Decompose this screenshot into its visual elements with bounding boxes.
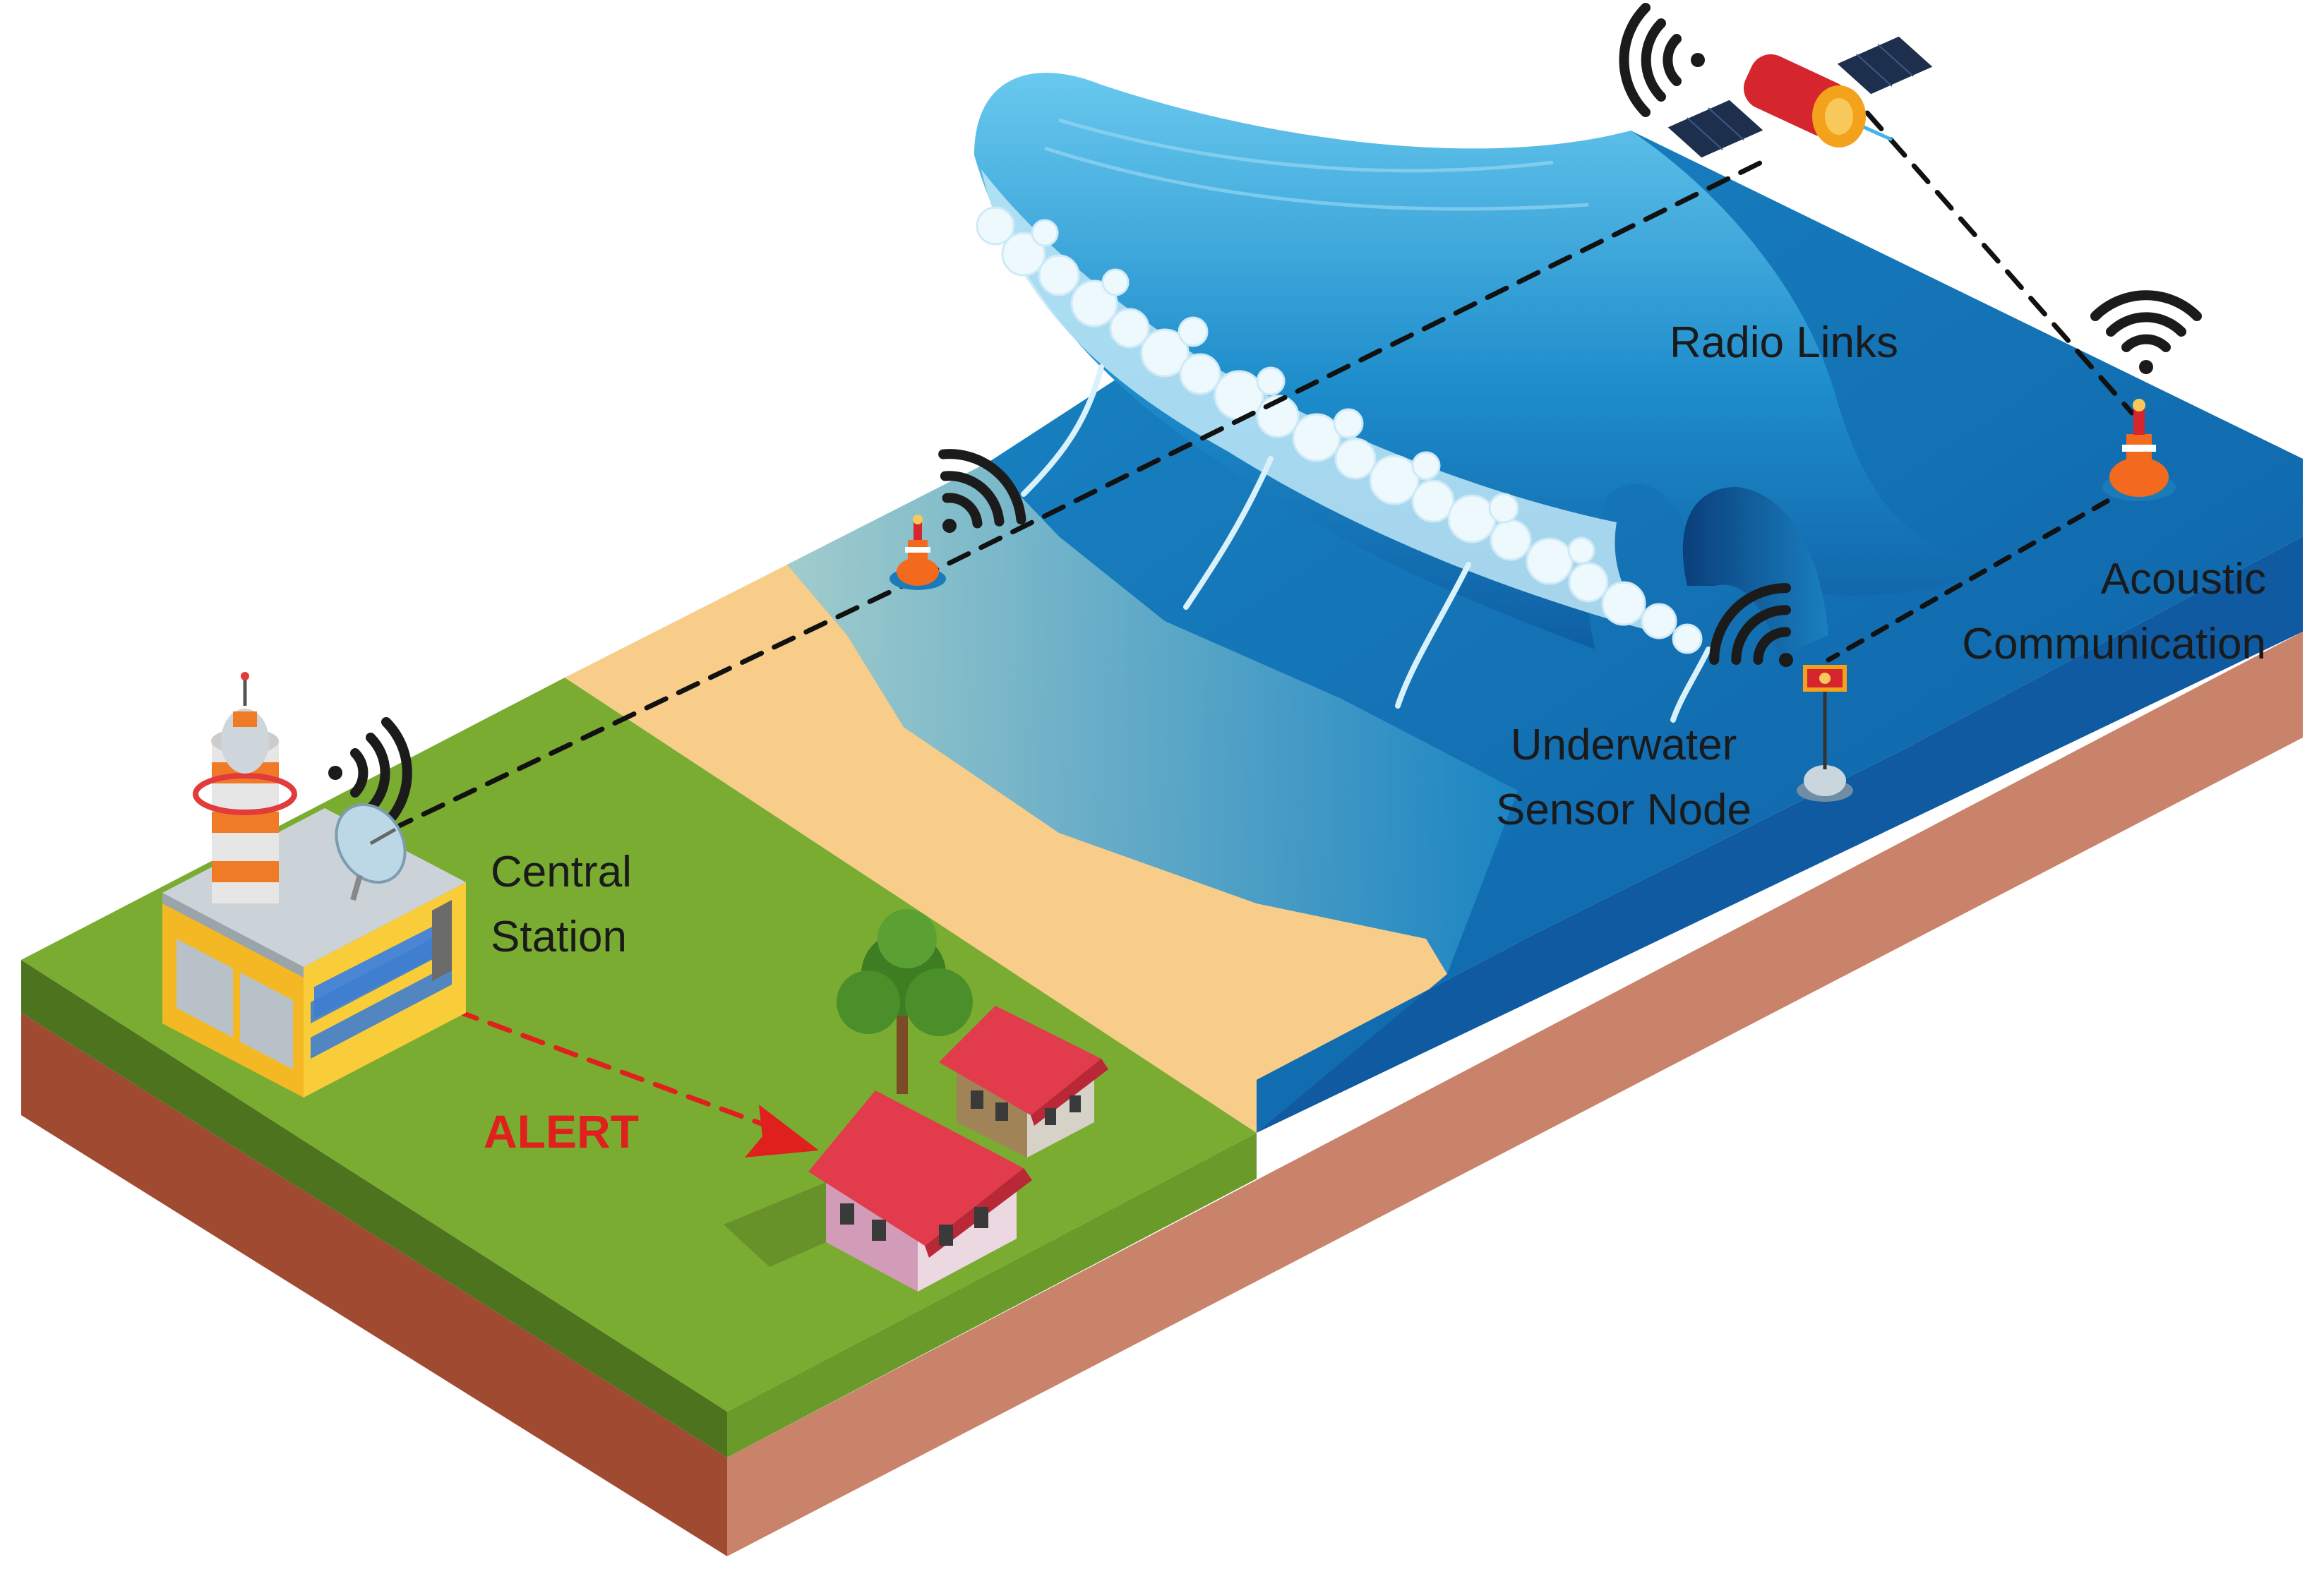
wave-curl-tunnel: [1682, 487, 1828, 656]
soil-left-side: [21, 1013, 727, 1556]
alert-arrowhead: [745, 1105, 819, 1158]
acoustic-communication-label: Acoustic Communication: [1899, 547, 2266, 677]
central-line2-text: Station: [491, 913, 628, 961]
grass-front-side: [727, 1133, 1257, 1457]
radio-links-text: Radio Links: [1670, 318, 1898, 367]
wifi-signal-icon: [2090, 290, 2202, 374]
central-station-label: Central Station: [491, 840, 632, 970]
soil-front-side: [727, 632, 2303, 1556]
tsunami-wave: [974, 73, 1991, 723]
radio-link-satellite-to-buoy: [1864, 110, 2135, 416]
wifi-signal-icon: [938, 449, 1026, 533]
acoustic-link-buoy-to-sensor: [1826, 484, 2135, 663]
wifi-signal-icon: [328, 717, 412, 829]
wifi-signal-icon: [1709, 583, 1793, 667]
radio-link-buoy-to-satellite: [915, 156, 1771, 582]
underwater-sensor-icon: [1797, 665, 1853, 802]
radio-links-label: Radio Links: [1670, 311, 1898, 375]
buoy-icon: [890, 515, 946, 590]
house-icon: [724, 1090, 1032, 1292]
underwater-line1-text: Underwater: [1510, 721, 1737, 769]
shore-water: [787, 462, 1518, 974]
wave-streaks: [1021, 364, 1711, 723]
underwater-sensor-node-label: Underwater Sensor Node: [1472, 713, 1775, 843]
radio-link-station-to-buoy: [389, 576, 921, 832]
sand-beach: [565, 565, 1447, 1133]
satellite-icon: [1664, 34, 1936, 160]
alert-label: ALERT: [484, 1105, 639, 1158]
tree-icon: [837, 909, 973, 1094]
wifi-signal-icon: [1619, 3, 1705, 117]
central-station-building-icon: [162, 672, 466, 1098]
central-line1-text: Central: [491, 848, 632, 896]
alert-link: [421, 996, 779, 1132]
wave-foam: [976, 206, 1703, 654]
buoy-icon: [2102, 399, 2176, 501]
communication-links: [389, 110, 2135, 1132]
underwater-line2-text: Sensor Node: [1496, 786, 1751, 834]
grass-left-side: [21, 960, 727, 1457]
sea-side-wall: [1257, 536, 2303, 1133]
acoustic-line2-text: Communication: [1962, 620, 2266, 668]
house-icon: [939, 1006, 1108, 1158]
acoustic-line1-text: Acoustic: [2100, 555, 2266, 603]
